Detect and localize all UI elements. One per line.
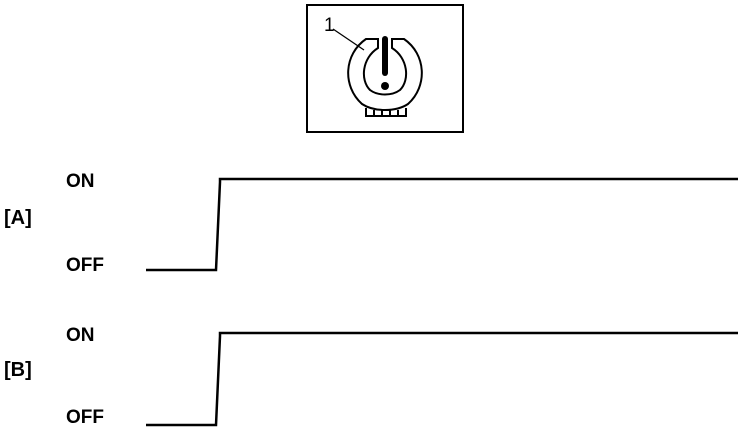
tire-pressure-warning-icon <box>332 28 423 117</box>
signal-a-label: [A] <box>4 207 32 229</box>
tire-outline <box>347 38 423 111</box>
exclamation-dot <box>381 82 389 90</box>
signal-a-off-label: OFF <box>66 255 104 276</box>
exclamation-bar <box>382 36 388 76</box>
signal-a-waveform <box>146 177 738 272</box>
signal-b-off-label: OFF <box>66 407 104 428</box>
signal-b-on-label: ON <box>66 325 95 346</box>
callout-number: 1 <box>324 15 335 36</box>
indicator-panel: 1 <box>306 4 464 133</box>
signal-a-on-label: ON <box>66 171 95 192</box>
tire-tread <box>365 108 407 117</box>
signal-b-waveform <box>146 331 738 427</box>
signal-b-label: [B] <box>4 359 32 381</box>
